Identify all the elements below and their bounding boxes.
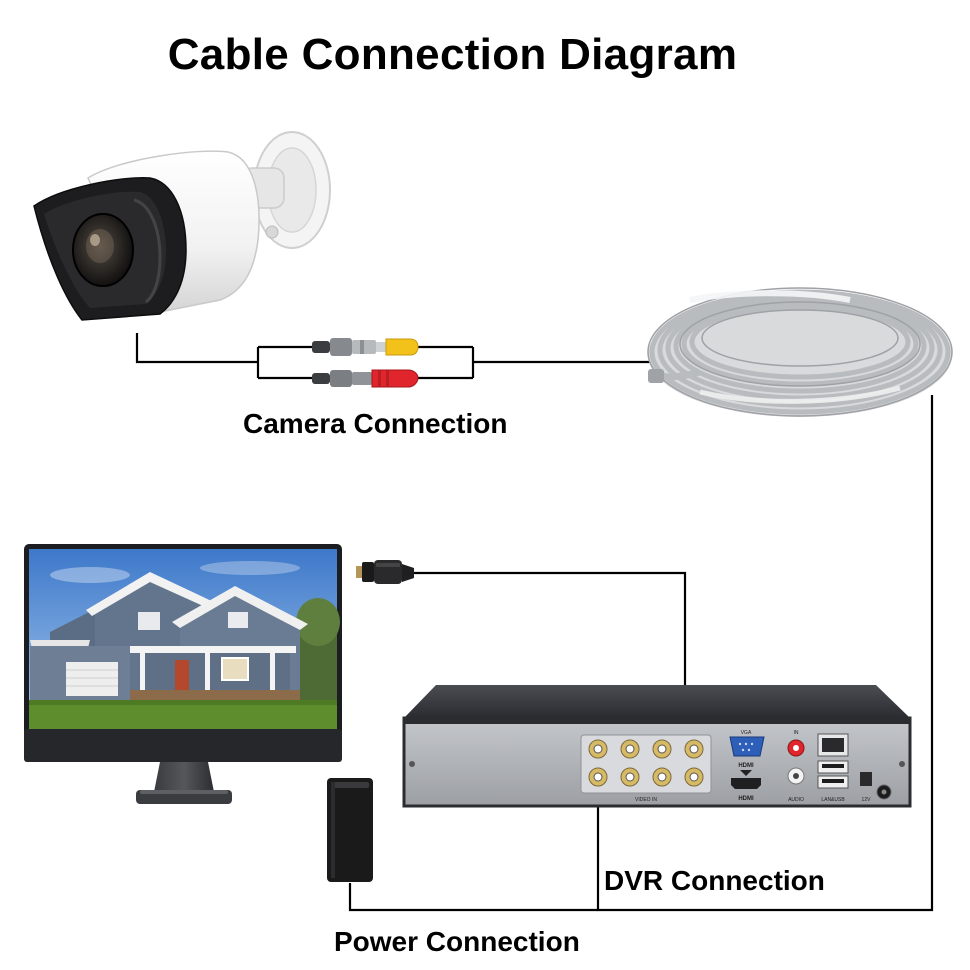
dvr-dc-port: 12V — [860, 772, 892, 803]
dvr-video-in-ports: VIDEO IN — [580, 734, 712, 803]
power-connection-label: Power Connection — [334, 926, 580, 957]
bullet-camera — [33, 131, 331, 321]
audio-label: AUDIO — [788, 797, 804, 803]
dvr-hdmi-port-top: HDMI — [738, 763, 754, 776]
dvr-audio-ports: IN AUDIO — [787, 730, 805, 803]
dvr-recorder: VIDEO IN VGA HDMI HDMI IN — [402, 685, 912, 808]
bnc-connector — [312, 338, 419, 356]
audio-in-label: IN — [794, 730, 799, 736]
video-in-label: VIDEO IN — [635, 797, 657, 803]
dvr-connection-label: DVR Connection — [604, 865, 825, 896]
wires — [135, 333, 934, 912]
camera-connectors — [312, 338, 419, 388]
house-image — [30, 572, 308, 702]
lan-usb-label: LAN&USB — [821, 797, 845, 803]
vga-label: VGA — [741, 730, 752, 736]
dvr-top — [404, 685, 910, 718]
monitor-stand — [154, 762, 214, 792]
dvr-hdmi-port: HDMI — [731, 778, 761, 802]
dc-power-connector — [312, 369, 419, 388]
dvr-vga-port: VGA — [729, 730, 765, 757]
monitor — [24, 544, 342, 804]
camera-to-splitter-wire — [135, 333, 258, 364]
camera-connection-label: Camera Connection — [243, 408, 508, 439]
hdmi-label-top: HDMI — [738, 763, 754, 769]
hdmi-to-dvr-wire — [414, 571, 687, 686]
power-adapter-wire — [348, 883, 598, 912]
hdmi-plug — [356, 560, 414, 584]
red-dc-plug — [371, 369, 419, 388]
hdmi-label-bottom: HDMI — [738, 796, 754, 802]
power-adapter — [327, 778, 373, 882]
dvr-lan-usb-ports: LAN&USB — [817, 733, 849, 803]
diagram-title: Cable Connection Diagram — [167, 30, 738, 79]
power-12v-label: 12V — [862, 797, 872, 803]
cable-to-dvr-wire — [596, 395, 934, 912]
yellow-rca-plug — [385, 338, 419, 356]
cable-coil — [647, 287, 953, 417]
